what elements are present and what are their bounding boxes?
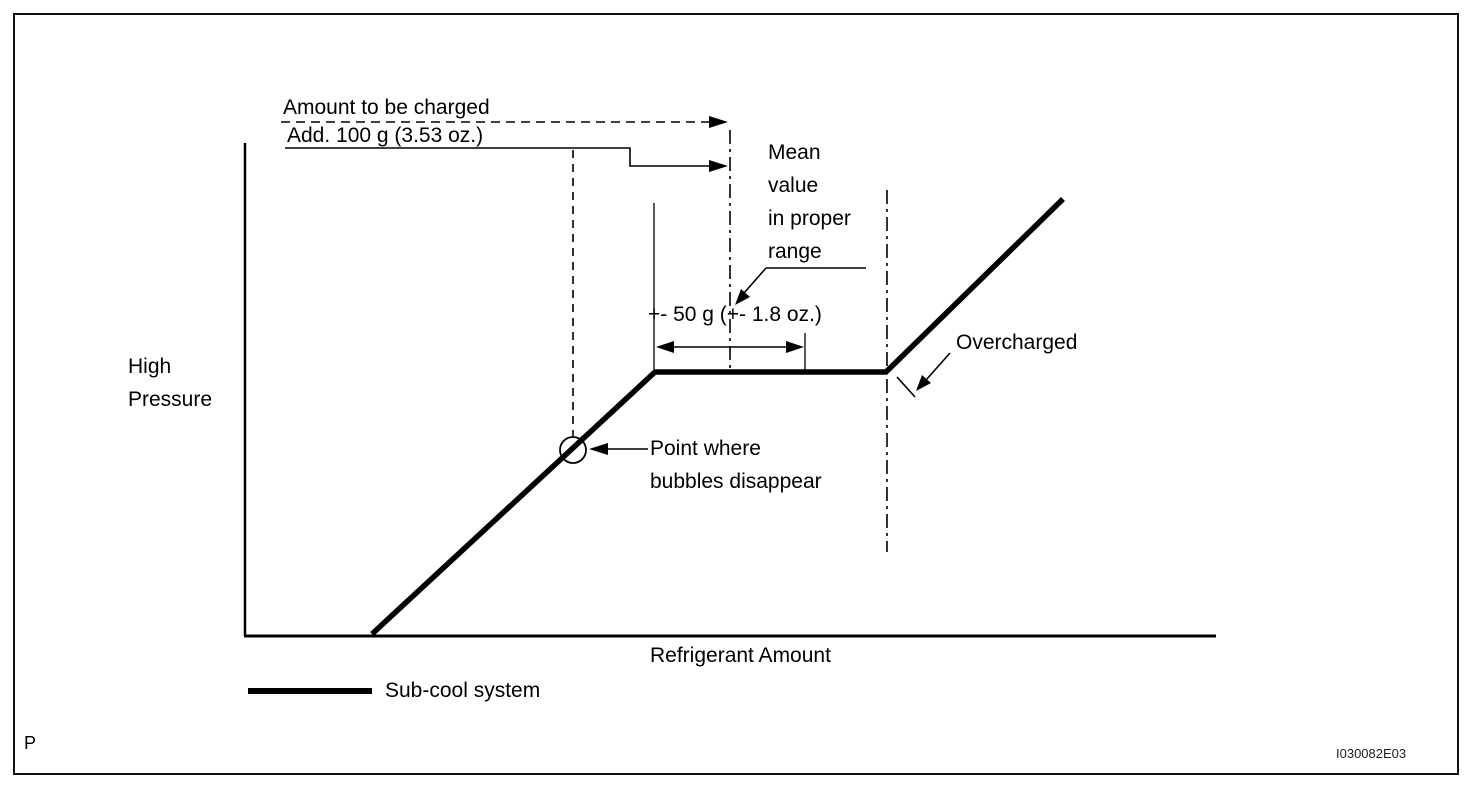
y-axis-label: High Pressure — [128, 350, 212, 416]
overcharge-arrow — [925, 352, 951, 381]
bubble-arrowhead — [589, 443, 608, 455]
mean-value-line-4: range — [768, 240, 822, 263]
add-amount-label: Add. 100 g (3.53 oz.) — [287, 124, 484, 147]
page-marker: P — [24, 733, 37, 753]
figure-border — [13, 13, 1459, 775]
mean-value-line-3: in proper — [768, 207, 851, 230]
add-leader-arrowhead — [709, 160, 728, 172]
mean-arrowhead — [735, 289, 750, 305]
overcharged-label: Overcharged — [956, 331, 1078, 354]
legend-label: Sub-cool system — [385, 679, 541, 702]
y-axis-label-line-2: Pressure — [128, 388, 213, 411]
x-axis-label: Refrigerant Amount — [650, 644, 831, 667]
bubbles-point-line-2: bubbles disappear — [650, 470, 822, 493]
range-arrowhead-left — [656, 341, 674, 353]
add-leader — [285, 147, 709, 167]
bubbles-point-line-1: Point where — [650, 437, 761, 460]
overcharge-arrowhead — [916, 375, 931, 391]
mean-value-label: Mean value in proper range — [768, 136, 851, 268]
range-arrowhead-right — [786, 341, 804, 353]
mean-value-line-1: Mean — [768, 141, 821, 164]
charge-leader-arrowhead — [709, 116, 728, 128]
bubbles-point-label: Point where bubbles disappear — [650, 432, 822, 498]
pressure-curve — [370, 197, 1065, 637]
y-axis-label-line-1: High — [128, 355, 172, 378]
amount-to-be-charged-label: Amount to be charged — [283, 96, 490, 119]
bubble-point-circle — [559, 436, 587, 464]
overcharge-tick — [896, 376, 916, 398]
mean-value-line-2: value — [768, 174, 819, 197]
mean-arrow — [743, 267, 767, 294]
figure-code: I030082E03 — [1336, 746, 1407, 761]
tolerance-range-label: +- 50 g (+- 1.8 oz.) — [648, 303, 822, 326]
